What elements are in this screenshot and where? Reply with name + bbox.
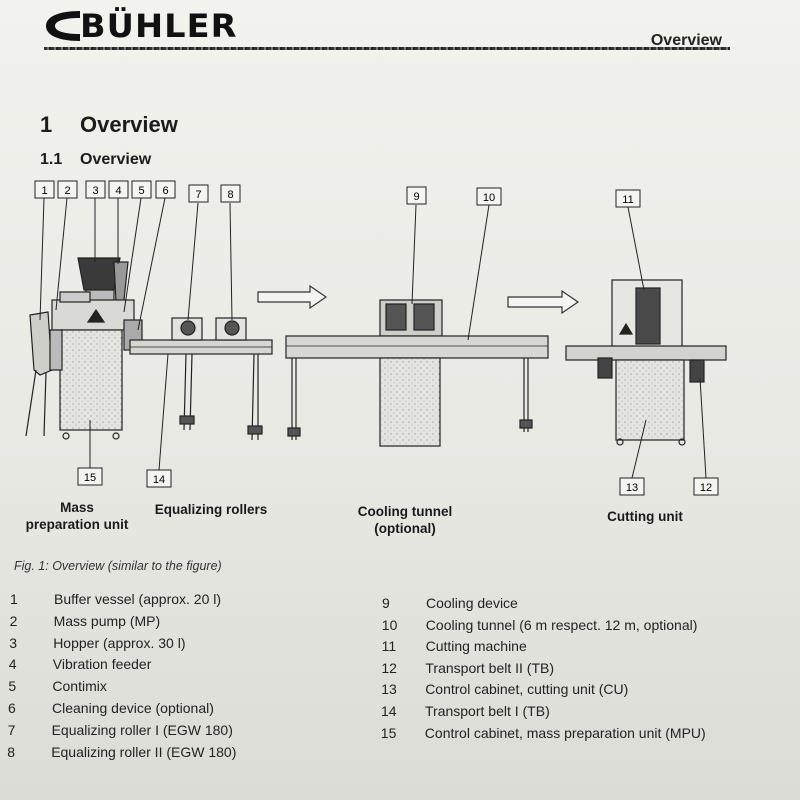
callout-number: 9 (413, 191, 419, 203)
flow-arrow-2 (507, 289, 580, 315)
legend-text: Hopper (approx. 30 l) (53, 634, 186, 651)
callout-number: 1 (41, 185, 47, 197)
legend-number: 2 (9, 612, 18, 629)
callout-number: 14 (153, 474, 165, 486)
flow-arrow-1 (257, 284, 328, 310)
heading-2-title: Overview (80, 151, 152, 168)
callout-number: 8 (227, 189, 233, 201)
heading-1-title: Overview (80, 112, 178, 137)
legend-text: Transport belt I (TB) (425, 703, 550, 719)
logo-wordmark: BÜHLER (80, 7, 238, 45)
heading-1: 1 Overview (40, 112, 178, 138)
buhler-logo: BÜHLER (40, 4, 250, 48)
legend-text: Control cabinet, mass preparation unit (… (424, 724, 706, 741)
callout-number: 5 (138, 185, 144, 197)
callout-box-8: 8 (220, 184, 241, 203)
callout-box-2: 2 (57, 180, 78, 199)
callout-box-3: 3 (85, 180, 106, 199)
callout-number: 13 (626, 482, 638, 494)
callout-box-7: 7 (188, 184, 209, 203)
legend-number: 10 (381, 616, 398, 633)
legend-text: Buffer vessel (approx. 20 l) (54, 591, 222, 607)
legend-text: Cleaning device (optional) (52, 700, 214, 716)
mass-preparation-unit-drawing (25, 257, 143, 440)
heading-2: 1.1 Overview (40, 151, 151, 169)
callout-number: 15 (84, 472, 96, 484)
heading-2-number: 1.1 (40, 151, 63, 168)
unit-label-cutting-unit: Cutting unit (607, 509, 683, 524)
legend-number: 9 (382, 595, 390, 611)
callout-box-1: 1 (34, 180, 55, 199)
unit-label-cooling-tunnel: Cooling tunnel (optional) (340, 503, 470, 537)
callout-leaders (39, 197, 707, 479)
equalizing-rollers-drawing (129, 317, 273, 441)
heading-1-number: 1 (40, 112, 53, 137)
callout-number: 3 (92, 185, 98, 197)
unit-label-line: preparation unit (25, 517, 129, 532)
callout-box-5: 5 (131, 180, 152, 199)
callout-box-4: 4 (108, 180, 129, 199)
legend-number: 1 (10, 591, 18, 607)
legend-number: 8 (7, 743, 15, 760)
legend-text: Cooling device (426, 595, 518, 611)
callout-box-13: 13 (619, 477, 645, 496)
unit-label-equalizing-rollers: Equalizing rollers (154, 502, 268, 517)
logo-swoosh-icon (46, 11, 80, 41)
callout-number: 11 (622, 194, 633, 206)
legend-number: 11 (381, 638, 397, 655)
legend-number: 12 (381, 659, 397, 676)
callout-number: 2 (64, 185, 70, 197)
unit-label-line: Cooling tunnel (357, 504, 453, 519)
callout-number: 4 (115, 185, 121, 197)
callout-box-15: 15 (77, 467, 103, 486)
cutting-unit-drawing (565, 279, 727, 446)
overview-figure: 1 2 3 4 5 6 7 8 9 10 11 12 13 14 15 (0, 170, 800, 550)
unit-label-line: (optional) (374, 521, 436, 536)
legend-number: 5 (8, 678, 17, 695)
legend-text: Transport belt II (TB) (425, 659, 555, 676)
callout-box-9: 9 (406, 186, 427, 205)
legend-text: Cutting machine (425, 638, 527, 655)
unit-label-mass-preparation: Mass preparation unit (14, 499, 140, 533)
callout-box-6: 6 (155, 180, 176, 199)
legend-text: Control cabinet, cutting unit (CU) (425, 681, 629, 698)
legend-number: 15 (380, 724, 397, 741)
callout-number: 7 (195, 189, 201, 201)
legend-text: Equalizing roller II (EGW 180) (51, 743, 237, 760)
callout-box-11: 11 (615, 189, 641, 208)
header-section-title: Overview (650, 32, 722, 49)
callout-box-12: 12 (693, 477, 719, 496)
legend-number: 14 (381, 703, 397, 719)
callout-number: 6 (162, 185, 168, 197)
legend-text: Equalizing roller I (EGW 180) (51, 721, 233, 738)
legend-number: 7 (7, 721, 16, 738)
figure-caption: Fig. 1: Overview (similar to the figure) (14, 559, 222, 573)
legend-number: 6 (8, 700, 16, 716)
legend-text: Cooling tunnel (6 m respect. 12 m, optio… (425, 616, 698, 633)
callout-box-10: 10 (476, 187, 502, 206)
callout-number: 12 (700, 482, 712, 494)
callout-box-14: 14 (146, 469, 172, 488)
machine-line-drawing: 1 2 3 4 5 6 7 8 9 10 11 12 13 14 15 (25, 180, 727, 496)
legend-number: 4 (8, 656, 17, 673)
legend-text: Mass pump (MP) (53, 612, 161, 629)
legend-number: 3 (9, 634, 17, 651)
cooling-tunnel-drawing (285, 299, 549, 447)
unit-label-line: Mass (60, 500, 94, 515)
callout-number: 10 (483, 192, 495, 204)
header-rule (44, 47, 730, 50)
legend-text: Vibration feeder (52, 656, 152, 673)
legend-text: Contimix (52, 678, 107, 695)
legend-number: 13 (381, 681, 397, 698)
